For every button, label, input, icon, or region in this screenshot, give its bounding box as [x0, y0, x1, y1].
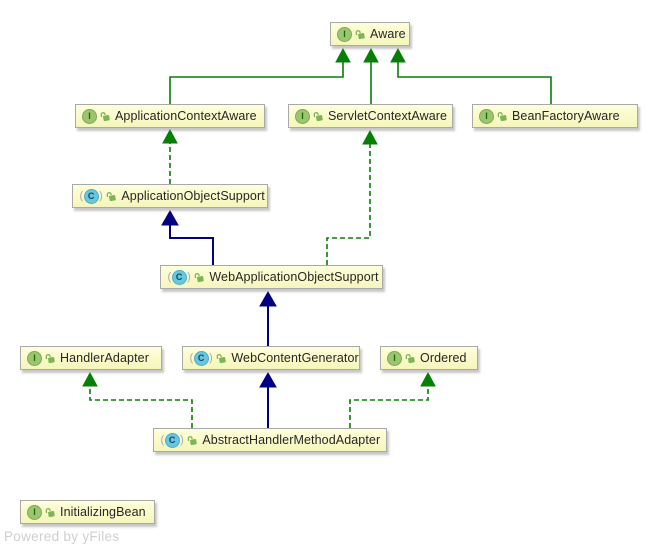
edge-abstracthandlermethodadapter-webcontentgenerator — [259, 371, 277, 428]
edge-webapplicationobjectsupport-applicationobjectsupport — [161, 209, 214, 265]
node-label: WebContentGenerator — [231, 351, 359, 365]
node-label: Ordered — [420, 351, 467, 365]
interface-icon: I — [82, 108, 97, 124]
node-initializing-bean[interactable]: I InitializingBean — [20, 500, 155, 524]
interface-icon: I — [387, 350, 402, 366]
unlocked-padlock-icon — [100, 111, 110, 121]
unlocked-padlock-icon — [187, 435, 198, 445]
unlocked-padlock-icon — [355, 29, 365, 39]
node-label: WebApplicationObjectSupport — [209, 270, 379, 284]
node-label: ServletContextAware — [328, 109, 448, 123]
interface-icon: I — [27, 350, 42, 366]
node-ordered[interactable]: I Ordered — [380, 346, 478, 370]
node-web-content-generator[interactable]: (C) WebContentGenerator — [182, 346, 360, 370]
node-label: AbstractHandlerMethodAdapter — [202, 433, 381, 447]
class-icon: (C) — [79, 188, 103, 204]
class-icon: (C) — [167, 269, 191, 285]
node-label: HandlerAdapter — [60, 351, 149, 365]
node-label: ApplicationObjectSupport — [121, 189, 265, 203]
unlocked-padlock-icon — [106, 191, 117, 201]
node-label: ApplicationContextAware — [115, 109, 257, 123]
unlocked-padlock-icon — [497, 111, 507, 121]
edge-abstracthandlermethodadapter-handleradapter — [82, 371, 193, 428]
node-label: Aware — [370, 27, 406, 41]
edge-beanfactoryaware-aware — [390, 47, 552, 104]
node-label: BeanFactoryAware — [512, 109, 620, 123]
interface-icon: I — [295, 108, 310, 124]
node-abstract-handler-method-adapter[interactable]: (C) AbstractHandlerMethodAdapter — [153, 428, 387, 452]
interface-icon: I — [337, 26, 352, 42]
node-web-application-object-support[interactable]: (C) WebApplicationObjectSupport — [160, 265, 383, 289]
yfiles-watermark: Powered by yFiles — [4, 529, 120, 544]
class-icon: (C) — [160, 432, 184, 448]
node-bean-factory-aware[interactable]: I BeanFactoryAware — [472, 104, 638, 128]
unlocked-padlock-icon — [194, 272, 205, 282]
edge-webapplicationobjectsupport-servletcontextaware — [326, 129, 378, 265]
node-application-object-support[interactable]: (C) ApplicationObjectSupport — [72, 184, 268, 208]
edge-webcontentgenerator-webapplicationobjectsupport — [259, 290, 277, 346]
class-icon: (C) — [189, 350, 213, 366]
unlocked-padlock-icon — [216, 353, 227, 363]
node-label: InitializingBean — [60, 505, 146, 519]
edge-applicationcontextaware-aware — [169, 47, 351, 104]
edge-abstracthandlermethodadapter-ordered — [349, 371, 436, 428]
unlocked-padlock-icon — [45, 353, 55, 363]
node-handler-adapter[interactable]: I HandlerAdapter — [20, 346, 162, 370]
interface-icon: I — [479, 108, 494, 124]
unlocked-padlock-icon — [313, 111, 323, 121]
node-aware[interactable]: I Aware — [330, 22, 410, 46]
edge-servletcontextaware-aware — [363, 47, 379, 104]
node-servlet-context-aware[interactable]: I ServletContextAware — [288, 104, 453, 128]
interface-icon: I — [27, 504, 42, 520]
edge-applicationobjectsupport-applicationcontextaware — [162, 128, 178, 184]
unlocked-padlock-icon — [405, 353, 415, 363]
node-application-context-aware[interactable]: I ApplicationContextAware — [75, 104, 265, 128]
unlocked-padlock-icon — [45, 507, 55, 517]
